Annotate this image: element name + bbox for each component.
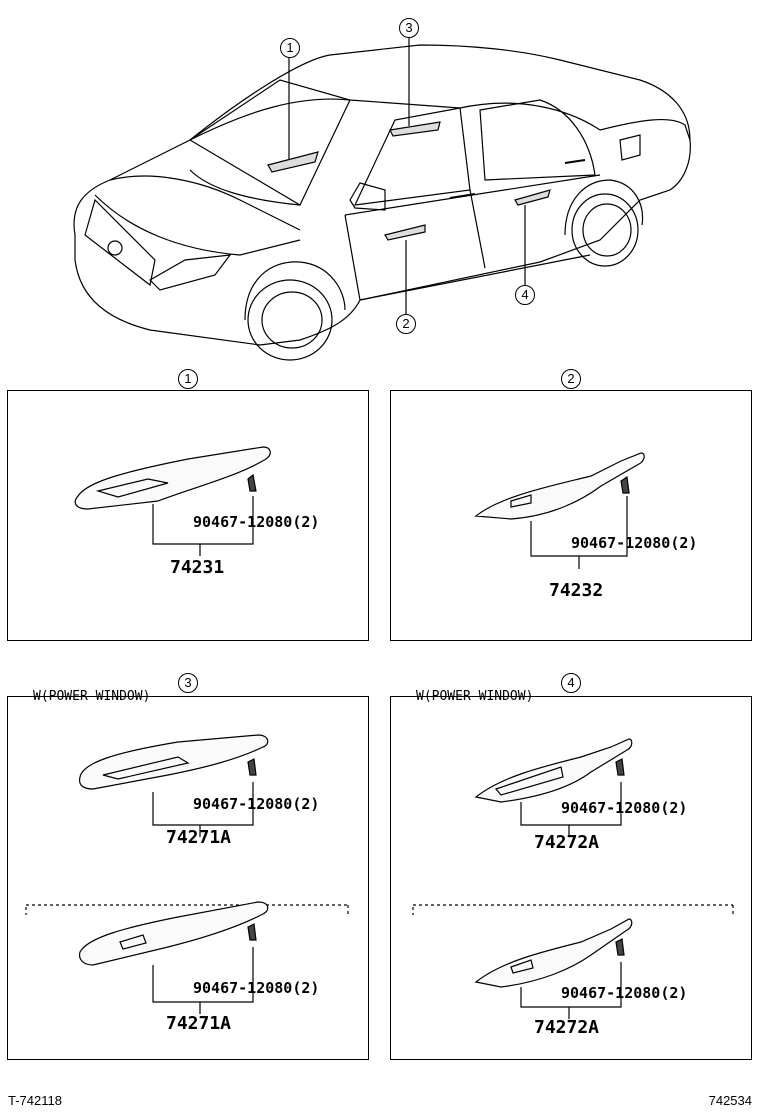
part-number-a: 74272A xyxy=(534,832,600,853)
note-label: W(POWER WINDOW) xyxy=(416,689,534,704)
bolt-label: 90467-12080(2) xyxy=(571,534,698,552)
callout-2: 2 xyxy=(396,314,416,334)
part-number: 74231 xyxy=(170,557,225,578)
panel3-callout: 3 xyxy=(178,673,198,693)
switch-base-2 xyxy=(474,452,645,569)
part-number-b: 74272A xyxy=(534,1017,600,1038)
bolt-label-b: 90467-12080(2) xyxy=(193,979,320,997)
switch-base-3 xyxy=(25,734,349,1014)
panel-4: 90467-12080(2) 74272A W(POWER WINDOW) 90… xyxy=(390,689,752,1060)
bolt-label-a: 90467-12080(2) xyxy=(561,799,688,817)
panel-1: 90467-12080(2) 74231 xyxy=(7,390,369,641)
callout-4: 4 xyxy=(515,285,535,305)
switch-base-1 xyxy=(74,446,271,556)
bolt-label-a: 90467-12080(2) xyxy=(193,795,320,813)
footer-left-code: T-742118 xyxy=(8,1093,62,1108)
callout-3: 3 xyxy=(399,18,419,38)
note-label: W(POWER WINDOW) xyxy=(33,689,151,704)
panel2-callout: 2 xyxy=(561,369,581,389)
part-number: 74232 xyxy=(549,580,604,601)
footer-right-code: 742534 xyxy=(708,1093,752,1108)
panel-2: 90467-12080(2) 74232 xyxy=(390,390,752,641)
part-number-b: 74271A xyxy=(166,1013,232,1034)
callout-1: 1 xyxy=(280,38,300,58)
part-number-a: 74271A xyxy=(166,827,232,848)
bolt-label: 90467-12080(2) xyxy=(193,513,320,531)
bolt-label-b: 90467-12080(2) xyxy=(561,984,688,1002)
panel1-callout: 1 xyxy=(178,369,198,389)
panel-3: 90467-12080(2) 74271A W(POWER WINDOW) 90… xyxy=(7,689,369,1060)
panel4-callout: 4 xyxy=(561,673,581,693)
switch-base-4 xyxy=(412,738,734,1019)
car-illustration xyxy=(73,36,691,361)
